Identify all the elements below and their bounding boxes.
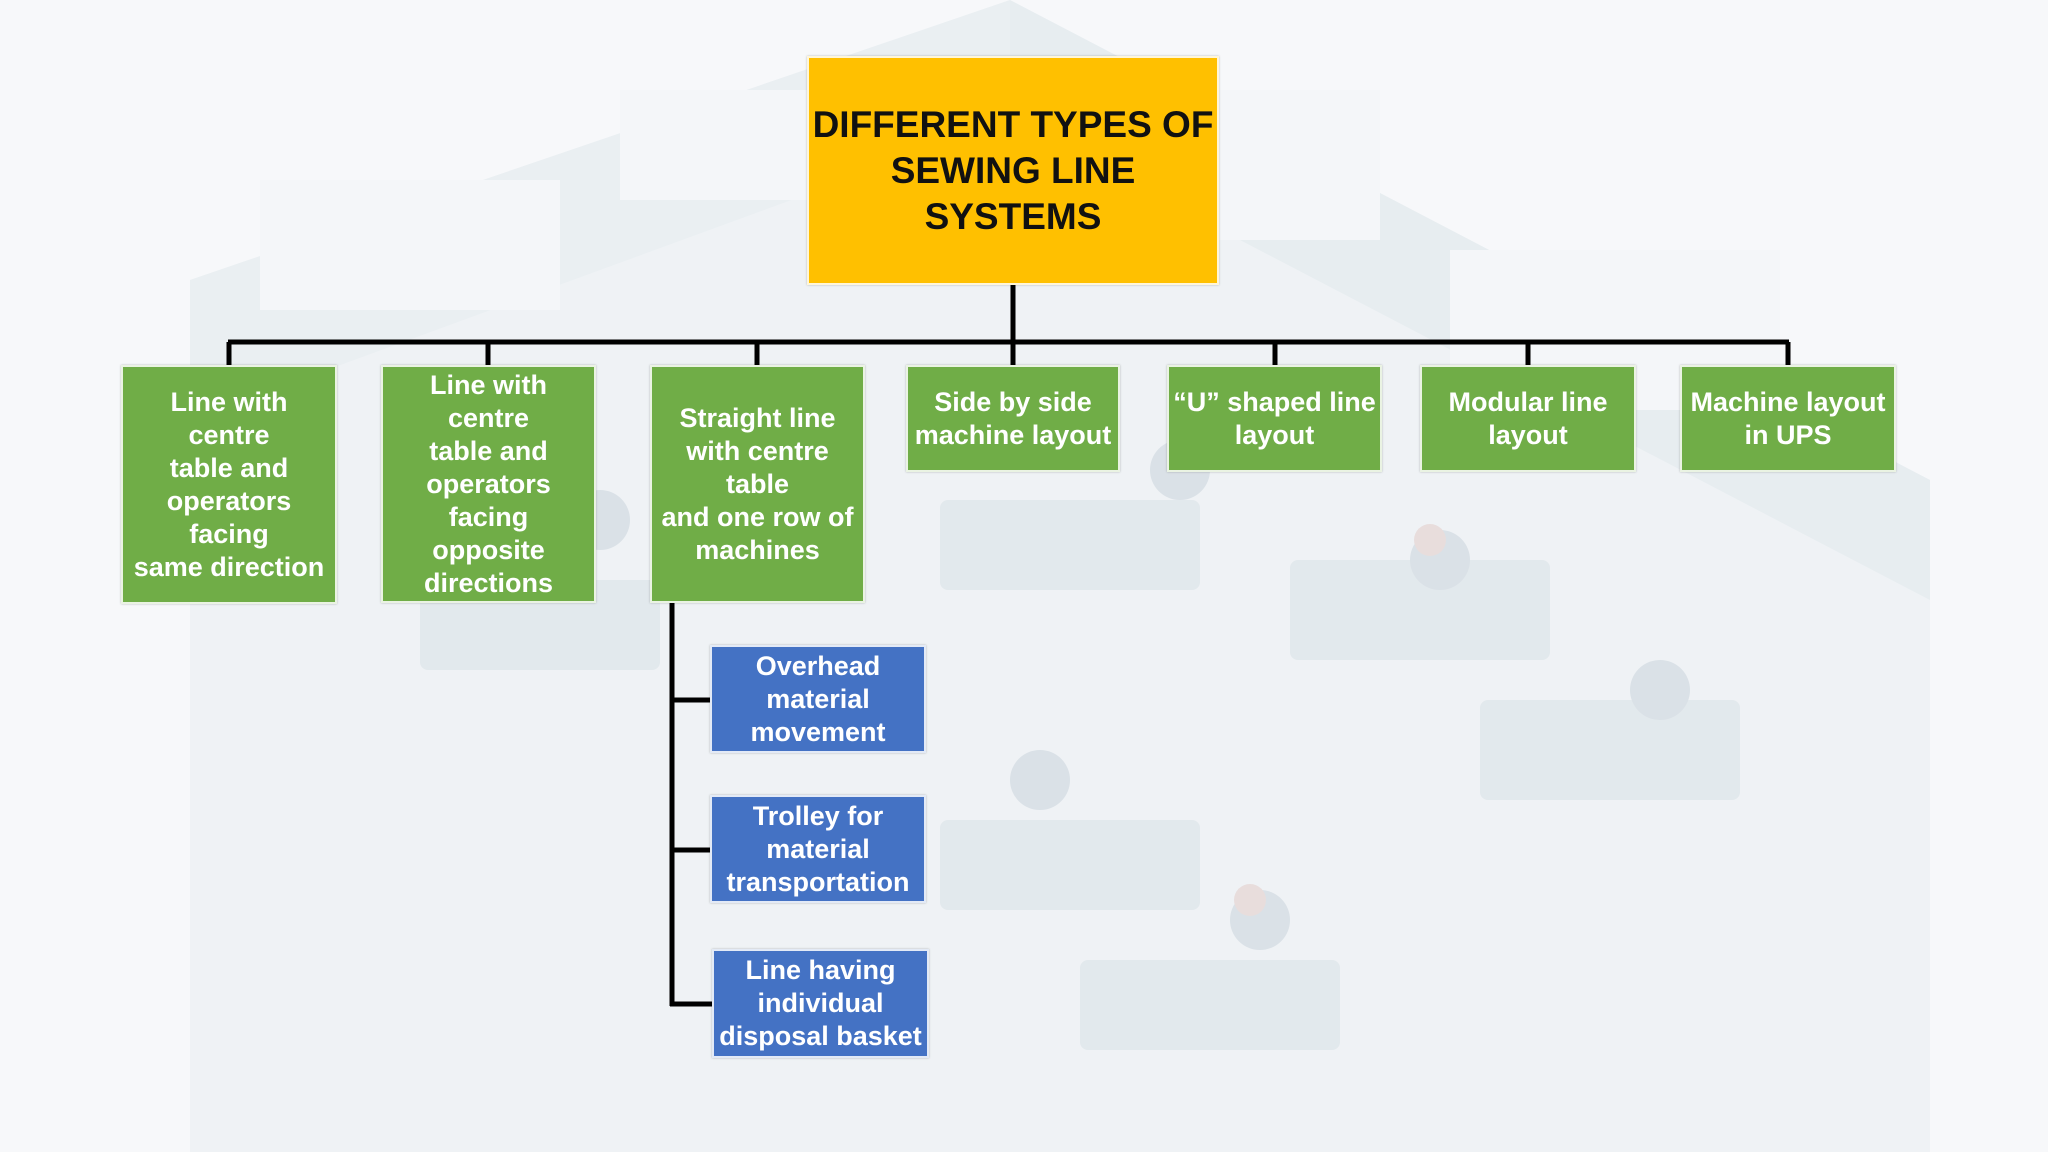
subnode-label: Overhead material movement <box>750 650 886 747</box>
subnode-overhead-material-movement: Overhead material movement <box>710 645 926 753</box>
node-centre-table-same-direction: Line with centre table and operators fac… <box>121 365 337 604</box>
subnode-label: Line having individual disposal basket <box>719 955 922 1051</box>
node-u-shaped: “U” shaped line layout <box>1167 365 1382 472</box>
node-label: Machine layout in UPS <box>1690 386 1886 450</box>
node-straight-line: Straight line with centre table and one … <box>650 365 865 603</box>
node-modular: Modular line layout <box>1420 365 1636 472</box>
node-label: Line with centre table and operators fac… <box>423 369 554 598</box>
root-node: DIFFERENT TYPES OF SEWING LINE SYSTEMS <box>807 56 1219 285</box>
node-label: Side by side machine layout <box>914 386 1112 450</box>
node-ups: Machine layout in UPS <box>1680 365 1896 472</box>
node-label: “U” shaped line layout <box>1173 386 1376 450</box>
node-label: Straight line with centre table and one … <box>661 402 854 565</box>
node-label: Line with centre table and operators fac… <box>133 386 325 582</box>
node-side-by-side: Side by side machine layout <box>906 365 1120 472</box>
root-node-label: DIFFERENT TYPES OF SEWING LINE SYSTEMS <box>812 103 1214 237</box>
subnode-individual-disposal-basket: Line having individual disposal basket <box>712 949 929 1058</box>
subnode-trolley-transportation: Trolley for material transportation <box>710 795 926 903</box>
node-centre-table-opposite-directions: Line with centre table and operators fac… <box>381 365 596 603</box>
subnode-label: Trolley for material transportation <box>726 800 910 897</box>
node-label: Modular line layout <box>1448 386 1608 450</box>
